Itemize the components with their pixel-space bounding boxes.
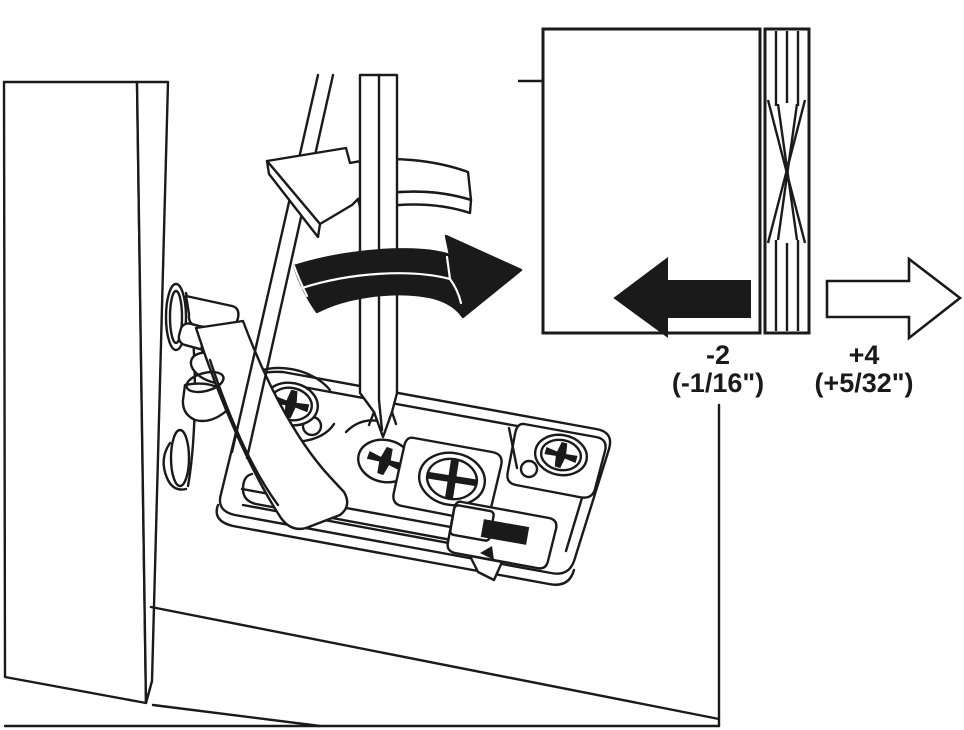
minus-adjustment-label: -2 (-1/16") xyxy=(648,341,788,397)
compressed-door-edge-icon xyxy=(763,27,811,335)
cam-screw xyxy=(392,436,503,522)
plate-hole xyxy=(519,459,539,479)
plus-adjustment-label: +4 (+5/32") xyxy=(794,341,934,397)
plus-mm-value: +4 xyxy=(848,340,880,370)
plus-inch-value: (+5/32") xyxy=(814,368,914,398)
clockwise-rotation-arrow-icon xyxy=(292,234,523,319)
hinge-arm xyxy=(185,73,349,531)
door-panel xyxy=(2,80,170,705)
hinge-arm-ridge xyxy=(230,73,335,460)
minus-mm-value: -2 xyxy=(705,340,730,370)
plate-thickness xyxy=(215,503,576,586)
fixing-screw-right xyxy=(506,422,607,499)
move-right-arrow-icon xyxy=(825,256,963,341)
release-latch xyxy=(446,500,558,582)
cabinet-floor xyxy=(3,403,721,728)
door-adjustment-diagram xyxy=(518,27,963,341)
move-left-arrow-icon xyxy=(613,257,751,338)
minus-inch-value: (-1/16") xyxy=(671,368,765,398)
